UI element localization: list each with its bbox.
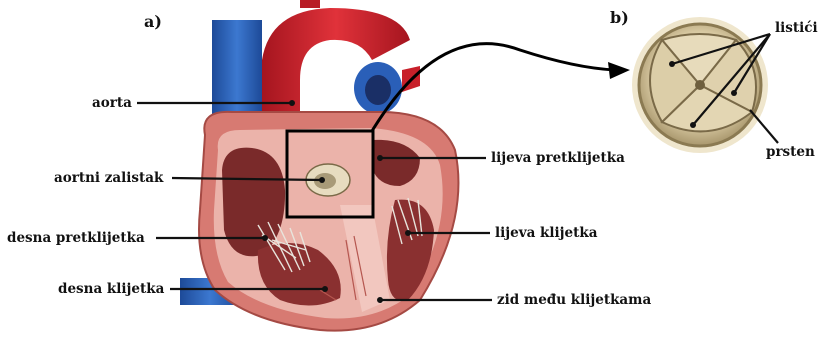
arrow-head xyxy=(608,62,630,79)
label-zid-medu-klijetkama: zid među klijetkama xyxy=(497,292,651,308)
label-prsten: prsten xyxy=(766,144,815,160)
label-listici: listići xyxy=(775,20,818,36)
panel-label-a: a) xyxy=(144,14,162,30)
aorta-branch xyxy=(300,0,320,8)
label-aortni-zalistak: aortni zalistak xyxy=(54,170,163,186)
label-desna-pretklijetka: desna pretklijetka xyxy=(7,230,145,246)
pulmonary-artery-lumen xyxy=(365,75,391,105)
label-desna-klijetka: desna klijetka xyxy=(58,281,164,297)
label-lijeva-klijetka: lijeva klijetka xyxy=(495,225,597,241)
valve-center xyxy=(695,80,705,90)
label-aorta: aorta xyxy=(92,95,132,111)
label-lijeva-pretklijetka: lijeva pretklijetka xyxy=(491,150,625,166)
panel-label-b: b) xyxy=(610,10,629,26)
